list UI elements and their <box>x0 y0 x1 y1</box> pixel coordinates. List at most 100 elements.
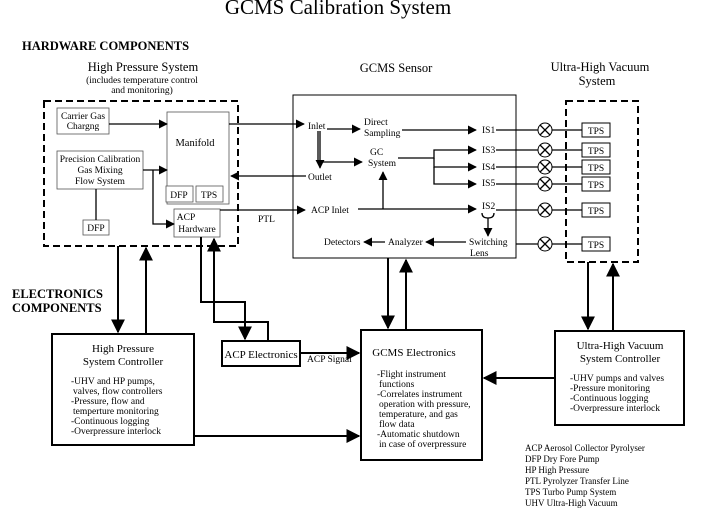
hp-controller-box <box>51 333 195 446</box>
tps-label-6: TPS <box>588 241 604 251</box>
tps-box-4 <box>581 176 611 192</box>
hp-controller-item-1: -UHV and HP pumps, <box>71 377 155 387</box>
gc-system-label-1: GC <box>370 148 383 158</box>
gcms-electronics-item-8: in case of overpressure <box>379 439 466 450</box>
hp-controller-item-4: temperture monitoring <box>73 407 159 417</box>
legend-item: UHV Ultra-High Vacuum <box>525 498 618 508</box>
legend-item: ACP Aerosol Collector Pyrolyser <box>525 443 645 453</box>
abbreviation-legend: ACP Aerosol Collector Pyrolyser DFP Dry … <box>525 443 645 508</box>
acp-hw-to-electronics-arrow <box>200 237 252 341</box>
gcms-electronics-item-5: temperature, and gas <box>379 410 458 420</box>
diagram-title: GCMS Calibration System <box>225 0 451 19</box>
acp-hardware-label-1: ACP <box>177 213 195 223</box>
precision-label-2: Gas Mixing <box>77 166 122 176</box>
uhv-row-is4: TPS <box>496 159 611 175</box>
acp-inlet-label: ACP Inlet <box>311 206 349 216</box>
manifold-label: Manifold <box>175 138 215 149</box>
electronics-section-label-1: ELECTRONICS <box>12 287 103 301</box>
detectors-label: Detectors <box>324 238 361 248</box>
uhv-controller-title-1: Ultra-High Vacuum <box>577 340 664 352</box>
gcms-electronics-box <box>360 329 483 461</box>
uhv-controller-title-2: System Controller <box>580 353 661 365</box>
uhv-controller-item-4: -Overpressure interlock <box>570 404 660 414</box>
direct-sampling-label-2: Sampling <box>364 129 401 139</box>
uhv-controller-item-2: -Pressure monitoring <box>570 384 650 394</box>
carrier-gas-label-1: Carrier Gas <box>61 112 105 122</box>
acp-signal-label: ACP Signal <box>307 355 352 365</box>
tps-box-2 <box>581 142 611 158</box>
precision-calibration-box <box>56 150 144 190</box>
is4-label: IS4 <box>482 163 495 173</box>
hp-controller-item-2: valves, flow controllers <box>73 386 163 397</box>
electronics-section-label-2: COMPONENTS <box>12 301 102 315</box>
valve-cross-icon <box>539 178 551 190</box>
switching-lens-label-2: Lens <box>470 249 489 259</box>
hp-system-note-2: and monitoring) <box>111 85 172 96</box>
gcms-electronics-item-7: -Automatic shutdown <box>377 430 460 440</box>
tps-label-1: TPS <box>588 127 604 137</box>
gcms-electronics-item-3: -Correlates instrument <box>377 390 463 400</box>
valve-cross-icon <box>539 204 551 216</box>
legend-item: TPS Turbo Pump System <box>525 487 616 497</box>
hp-system-title: High Pressure System <box>88 60 199 74</box>
acp-electronics-box <box>221 340 301 367</box>
legend-item: PTL Pyrolyzer Transfer Line <box>525 476 629 486</box>
tps-manifold-label: TPS <box>201 191 217 201</box>
legend-item: DFP Dry Fore Pump <box>525 454 600 464</box>
uhv-controller-item-1: -UHV pumps and valves <box>570 374 664 384</box>
gcms-electronics-title: GCMS Electronics <box>372 347 455 359</box>
carrier-gas-label-2: Chargng <box>67 122 100 132</box>
dfp-manifold-label: DFP <box>170 191 187 201</box>
valve-cross-icon <box>539 144 551 156</box>
tps-label-3: TPS <box>588 164 604 174</box>
gcms-sensor-box <box>292 94 517 259</box>
uhv-row-is2: TPS <box>496 202 611 218</box>
inlet-label: Inlet <box>308 122 326 132</box>
uhv-row-is3: TPS <box>496 142 611 158</box>
gc-to-is5-arrow <box>433 167 477 189</box>
acp-electronics-label: ACP Electronics <box>224 349 297 361</box>
legend-item: HP High Pressure <box>525 465 589 475</box>
uhv-row-is5: TPS <box>496 176 611 192</box>
switching-lens-label-1: Switching <box>469 238 508 248</box>
gcms-electronics-item-6: flow data <box>379 419 415 430</box>
is2-label: IS2 <box>482 202 495 212</box>
tps-label-2: TPS <box>588 147 604 157</box>
carrier-gas-box <box>56 107 110 135</box>
hp-system-note-1: (includes temperature control <box>86 75 198 86</box>
uhv-system-title-2: System <box>579 74 616 88</box>
tps-box-3 <box>581 159 611 175</box>
outlet-label: Outlet <box>308 173 332 183</box>
gcms-sensor-title: GCMS Sensor <box>360 61 433 75</box>
acp-electronics-to-hw-arrow <box>207 237 269 341</box>
gc-system-label-2: System <box>368 159 397 169</box>
uhv-controller-item-3: -Continuous logging <box>570 394 649 404</box>
direct-sampling-label-1: Direct <box>364 118 388 128</box>
gcms-electronics-item-4: operation with pressure, <box>379 400 471 410</box>
hp-controller-title-2: System Controller <box>83 356 164 368</box>
uhv-system-boundary <box>565 100 639 263</box>
uhv-row-is1: TPS <box>496 122 611 138</box>
precision-label-1: Precision Calibration <box>60 155 141 165</box>
tps-box-5 <box>581 202 611 218</box>
is5-label: IS5 <box>482 179 495 189</box>
uhv-row-switching: TPS <box>516 236 611 252</box>
tps-label-5: TPS <box>588 207 604 217</box>
acp-hardware-label-2: Hardware <box>178 225 215 235</box>
hp-controller-item-6: -Overpressure interlock <box>71 427 161 437</box>
precision-label-3: Flow System <box>75 177 125 187</box>
ptl-label: PTL <box>258 215 275 225</box>
tps-box-1 <box>581 122 611 138</box>
valve-cross-icon <box>539 124 551 136</box>
hp-controller-item-5: -Continuous logging <box>71 417 150 427</box>
gcms-electronics-item-1: -Flight instrument <box>377 370 446 380</box>
uhv-controller-box <box>554 330 685 426</box>
dfp-bottom-label: DFP <box>87 224 104 234</box>
precision-to-acp-arrow <box>152 170 175 229</box>
analyzer-label: Analyzer <box>388 238 424 248</box>
dfp-manifold-box <box>165 185 194 203</box>
uhv-system-title-1: Ultra-High Vacuum <box>551 60 650 74</box>
gc-to-is3-arrow <box>398 145 477 159</box>
hp-controller-item-3: -Pressure, flow and <box>71 396 145 407</box>
tps-box-6 <box>581 236 611 252</box>
